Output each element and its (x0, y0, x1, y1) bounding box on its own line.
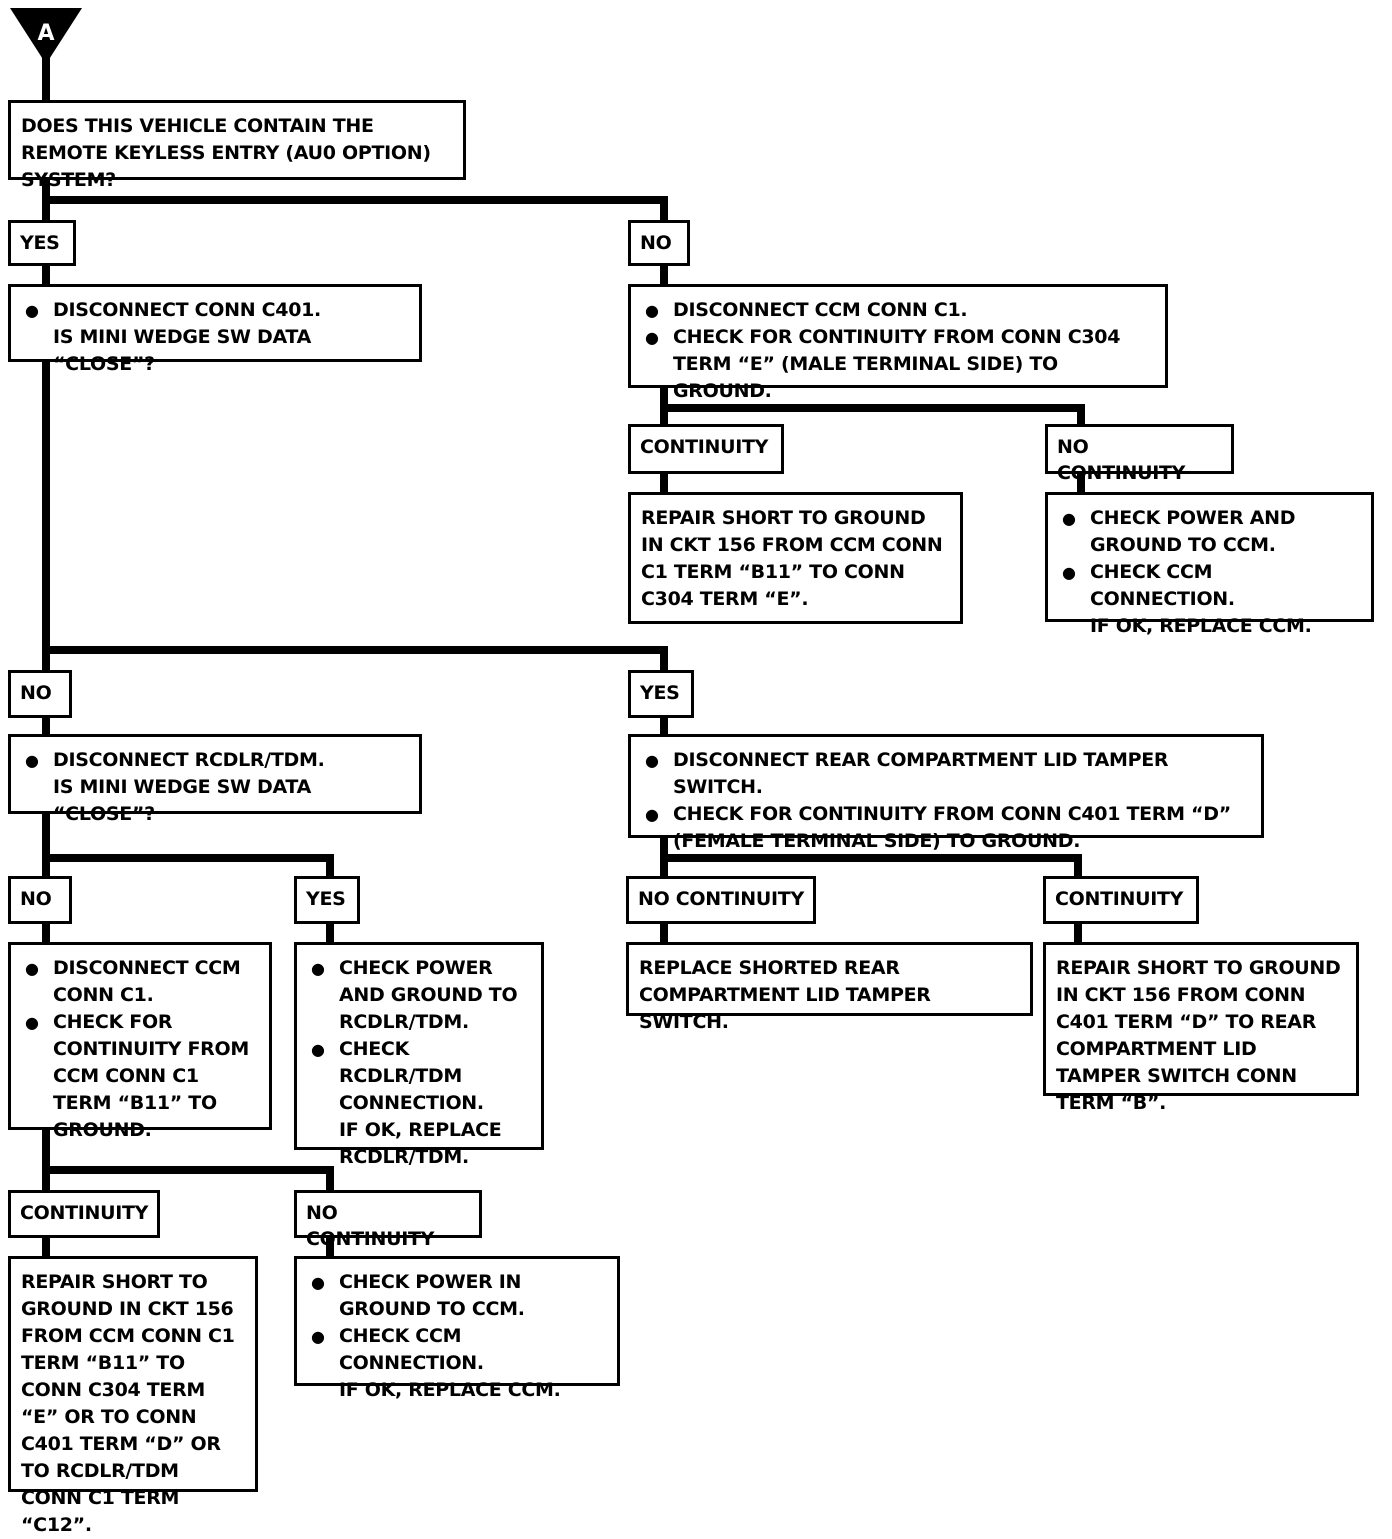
bullet-item: DISCONNECT CONN C401. (21, 297, 409, 324)
result-repair-short-c304: REPAIR SHORT TO GROUND IN CKT 156 FROM C… (628, 492, 963, 624)
bullet-item: CHECK RCDLR/TDM CONNECTION. (307, 1036, 531, 1117)
bullet-item: CHECK POWER AND GROUND TO RCDLR/TDM. (307, 955, 531, 1036)
question-remote-keyless-entry: DOES THIS VEHICLE CONTAIN THE REMOTE KEY… (8, 100, 466, 191)
result-text: REPLACE SHORTED REAR COMPARTMENT LID TAM… (639, 957, 931, 1033)
result-repair-short-multiple: REPAIR SHORT TO GROUND IN CKT 156 FROM C… (8, 1256, 258, 1536)
result-text: REPAIR SHORT TO GROUND IN CKT 156 FROM C… (21, 1271, 235, 1536)
label-continuity-b: CONTINUITY (1043, 876, 1199, 924)
decision-question: IS MINI WEDGE SW DATA “CLOSE”? (53, 776, 311, 825)
bullet-item: CHECK CCM CONNECTION. (307, 1323, 607, 1377)
label-no-continuity-c: NO CONTINUITY (294, 1190, 482, 1250)
label-yes-2: YES (628, 670, 694, 718)
step-check-ccm-b11-ground: DISCONNECT CCM CONN C1. CHECK FOR CONTIN… (8, 942, 272, 1141)
label-no-2: NO (8, 670, 72, 718)
result-check-ccm-power: CHECK POWER AND GROUND TO CCM. CHECK CCM… (1045, 492, 1374, 637)
start-marker-label: A (37, 21, 54, 46)
bullet-item: DISCONNECT REAR COMPARTMENT LID TAMPER S… (641, 747, 1251, 801)
result-text: REPAIR SHORT TO GROUND IN CKT 156 FROM C… (1056, 957, 1341, 1114)
bullet-item: CHECK FOR CONTINUITY FROM CCM CONN C1 TE… (21, 1009, 259, 1144)
bullet-item: CHECK POWER IN GROUND TO CCM. (307, 1269, 607, 1323)
bullet-item: DISCONNECT RCDLR/TDM. (21, 747, 409, 774)
step-disconnect-c401: DISCONNECT CONN C401. IS MINI WEDGE SW D… (8, 284, 422, 375)
step-disconnect-tamper-switch: DISCONNECT REAR COMPARTMENT LID TAMPER S… (628, 734, 1264, 852)
label-yes-3: YES (294, 876, 360, 924)
flowchart-connectors (42, 56, 1085, 1262)
decision-question: IS MINI WEDGE SW DATA “CLOSE”? (53, 326, 311, 375)
label-no-continuity-a: NO CONTINUITY (1045, 424, 1234, 484)
step-disconnect-ccm-c1: DISCONNECT CCM CONN C1. CHECK FOR CONTIN… (628, 284, 1168, 402)
bullet-item: DISCONNECT CCM CONN C1. (641, 297, 1155, 324)
result-check-rcdlr-power: CHECK POWER AND GROUND TO RCDLR/TDM. CHE… (294, 942, 544, 1168)
label-no-3: NO (8, 876, 72, 924)
label-no-continuity-b: NO CONTINUITY (626, 876, 816, 924)
step-disconnect-rcdlr-tdm: DISCONNECT RCDLR/TDM. IS MINI WEDGE SW D… (8, 734, 422, 825)
label-continuity-a: CONTINUITY (628, 424, 784, 474)
result-tail: IF OK, REPLACE RCDLR/TDM. (339, 1119, 502, 1168)
bullet-item: CHECK CCM CONNECTION. (1058, 559, 1361, 613)
result-tail: IF OK, REPLACE CCM. (1090, 615, 1312, 637)
bullet-item: CHECK FOR CONTINUITY FROM CONN C304 TERM… (641, 324, 1155, 405)
result-repair-short-c401: REPAIR SHORT TO GROUND IN CKT 156 FROM C… (1043, 942, 1359, 1114)
label-no-1: NO (628, 220, 690, 266)
result-tail: IF OK, REPLACE CCM. (339, 1379, 561, 1401)
label-yes-1: YES (8, 220, 76, 266)
bullet-item: DISCONNECT CCM CONN C1. (21, 955, 259, 1009)
result-text: REPAIR SHORT TO GROUND IN CKT 156 FROM C… (641, 507, 943, 610)
result-replace-tamper-switch: REPLACE SHORTED REAR COMPARTMENT LID TAM… (626, 942, 1033, 1033)
start-marker-triangle: A (10, 8, 82, 64)
label-continuity-c: CONTINUITY (8, 1190, 160, 1238)
bullet-item: CHECK POWER AND GROUND TO CCM. (1058, 505, 1361, 559)
result-check-ccm-power-c: CHECK POWER IN GROUND TO CCM. CHECK CCM … (294, 1256, 620, 1401)
bullet-item: CHECK FOR CONTINUITY FROM CONN C401 TERM… (641, 801, 1251, 855)
question-text: DOES THIS VEHICLE CONTAIN THE REMOTE KEY… (21, 115, 431, 191)
